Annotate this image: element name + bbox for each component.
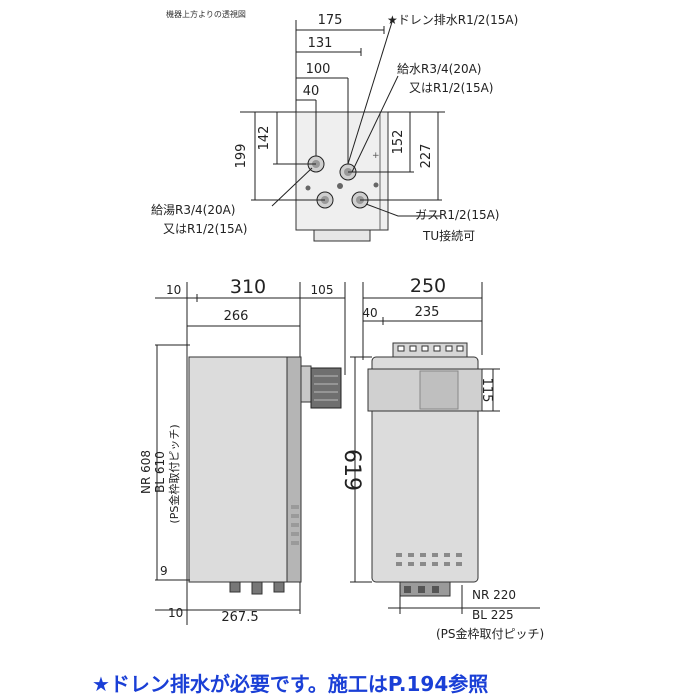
dim-10-bottom-label: 10 xyxy=(168,606,183,620)
side-exhaust-fins xyxy=(314,375,338,401)
dim-100-label: 100 xyxy=(306,62,331,77)
drain-leader xyxy=(347,21,393,165)
supply-leader xyxy=(351,75,399,173)
dim-235-label: 235 xyxy=(415,305,440,320)
pitch-front-note: (PS金枠取付ピッチ) xyxy=(436,626,544,641)
dim-115-label: 115 xyxy=(479,378,494,403)
side-fitting-2 xyxy=(251,581,263,595)
side-front-panel xyxy=(286,356,302,583)
dim-142-label: 142 xyxy=(257,126,272,151)
gas-leader xyxy=(365,203,440,217)
pitch-610-label: BL 610 xyxy=(153,451,167,493)
pitch-side-note: (PS金枠取付ピッチ) xyxy=(167,424,181,523)
supply-callout-line2: 又はR1/2(15A) xyxy=(409,81,494,95)
supply-callout-line1: 給水R3/4(20A) xyxy=(397,62,482,76)
top-view-caption: 機器上方よりの透視図 xyxy=(166,9,246,19)
dim-250-label: 250 xyxy=(410,275,446,297)
drain-fitting xyxy=(337,183,343,189)
side-fitting-1 xyxy=(229,581,241,593)
side-fitting-3 xyxy=(273,581,285,593)
gas-callout-line2: TU接続可 xyxy=(422,228,475,243)
front-view: 250 40 235 xyxy=(339,275,544,641)
dim-199-label: 199 xyxy=(234,144,249,169)
front-fitting-nubs xyxy=(404,586,439,593)
dim-40-front-label: 40 xyxy=(362,306,377,320)
dim-266-label: 266 xyxy=(224,309,249,324)
hot-water-callout-line1: 給湯R3/4(20A) xyxy=(151,203,236,217)
side-unit-body xyxy=(188,356,298,583)
dim-175-label: 175 xyxy=(318,13,343,28)
gas-callout-line1: ガスR1/2(15A) xyxy=(415,208,500,222)
dim-40-label: 40 xyxy=(303,84,320,99)
dim-267-5-label: 267.5 xyxy=(221,610,258,625)
drain-requirement-note: ★ドレン排水が必要です。施工はP.194参照 xyxy=(92,672,489,696)
dim-10-top-label: 10 xyxy=(166,283,181,297)
side-vent-neck xyxy=(300,365,312,403)
small-port-left xyxy=(305,185,311,191)
pitch-225-label: BL 225 xyxy=(472,608,514,622)
dim-105-label: 105 xyxy=(311,283,334,297)
front-exhaust-outlet xyxy=(419,370,459,410)
small-port-right xyxy=(373,182,379,188)
side-view: 10 310 105 266 NR xyxy=(139,276,346,625)
dim-310-label: 310 xyxy=(230,276,266,298)
dim-152-label: 152 xyxy=(391,130,406,155)
dim-619-label: 619 xyxy=(339,449,364,491)
dim-131-label: 131 xyxy=(308,36,333,51)
hot-water-leader xyxy=(271,167,313,207)
side-vent-slots xyxy=(291,505,299,545)
top-view: 機器上方よりの透視図 + 175 131 100 40 xyxy=(151,9,518,243)
dim-9-label: 9 xyxy=(160,564,168,578)
front-grille xyxy=(396,553,462,566)
dim-227-label: 227 xyxy=(419,144,434,169)
top-view-bottom-tab xyxy=(313,229,371,242)
side-exhaust-vent xyxy=(310,367,342,409)
pitch-220-label: NR 220 xyxy=(472,588,516,602)
drain-callout: ★ドレン排水R1/2(15A) xyxy=(387,13,518,27)
pitch-608-label: NR 608 xyxy=(139,450,153,494)
mounting-mark: + xyxy=(372,151,380,161)
hot-water-callout-line2: 又はR1/2(15A) xyxy=(163,222,248,236)
bracket-holes xyxy=(397,345,464,352)
